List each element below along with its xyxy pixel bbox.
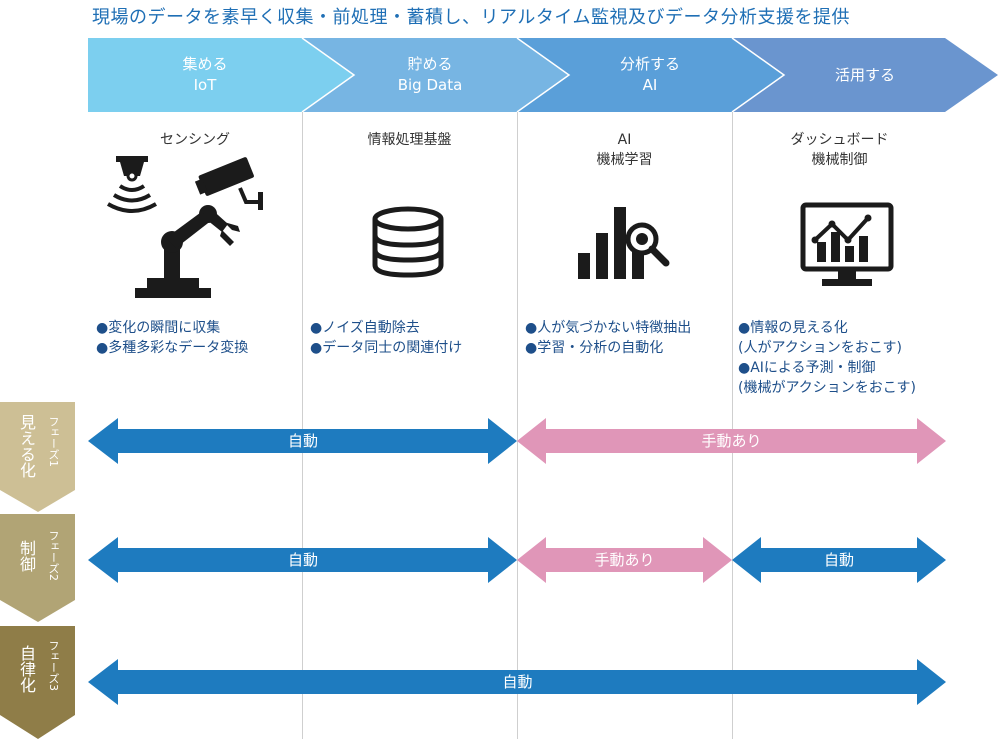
arrow-label: 自動 — [502, 673, 533, 691]
auto-arrow-phase1 — [88, 418, 517, 464]
column-heading-text: 機械学習 — [596, 152, 653, 168]
auto-arrow-phase3 — [88, 659, 946, 705]
bullet-item: (機械がアクションをおこす) — [738, 380, 916, 396]
column-divider — [732, 112, 733, 739]
manual-arrow-phase2 — [517, 537, 732, 583]
auto-arrow-phase2-a — [88, 537, 517, 583]
phase-name-1: 見える化 — [17, 414, 36, 478]
chart-magnifier-icon — [578, 207, 670, 279]
chevron-collect — [88, 38, 354, 112]
step-analyze: 分析する AI — [555, 38, 745, 112]
phase-tag-3: フェーズ3 — [47, 640, 60, 691]
bullet-item: (人がアクションをおこす) — [738, 340, 902, 356]
bullet-item: ●AIによる予測・制御 — [738, 360, 876, 376]
bullet-list-sensing: ●変化の瞬間に収集 ●多種多彩なデータ変換 — [96, 318, 248, 358]
bullet-item: ●多種多彩なデータ変換 — [96, 340, 249, 356]
monitor-chart-icon — [800, 202, 894, 286]
chevron-analyze — [517, 38, 784, 112]
arrow-label: 自動 — [287, 432, 318, 450]
bullet-item: ●変化の瞬間に収集 — [96, 320, 221, 336]
step-collect: 集める IoT — [110, 38, 300, 112]
page-title: 現場のデータを素早く収集・前処理・蓄積し、リアルタイム監視及びデータ分析支援を提… — [92, 7, 850, 28]
sensing-robot-icon — [106, 156, 263, 298]
column-heading-platform: 情報処理基盤 — [302, 130, 517, 150]
chevron-divider — [301, 37, 356, 113]
step-title: 集める — [182, 55, 228, 73]
column-heading-text: センシング — [160, 132, 230, 148]
phase-name-3: 自律化 — [17, 645, 36, 693]
arrow-label: 自動 — [823, 551, 854, 569]
column-heading-ai: AI 機械学習 — [517, 130, 732, 170]
column-heading-text: AI — [617, 132, 632, 148]
column-heading-text: 情報処理基盤 — [367, 132, 452, 148]
step-subtitle: Big Data — [397, 76, 463, 94]
column-divider — [302, 112, 303, 739]
phase-name-2: 制御 — [17, 540, 36, 572]
step-subtitle: AI — [642, 76, 658, 94]
phase-tag-1: フェーズ1 — [47, 416, 60, 467]
bullet-list-ai: ●人が気づかない特徴抽出 ●学習・分析の自動化 — [525, 318, 691, 358]
chevron-divider — [516, 37, 571, 113]
bullet-item: ●データ同士の関連付け — [310, 340, 463, 356]
arrow-label: 自動 — [287, 551, 318, 569]
bullet-item: ●学習・分析の自動化 — [525, 340, 664, 356]
bullet-list-dashboard: ●情報の見える化 (人がアクションをおこす) ●AIによる予測・制御 (機械がア… — [738, 318, 916, 398]
column-heading-text: ダッシュボード — [790, 132, 889, 148]
bullet-item: ●情報の見える化 — [738, 320, 848, 336]
column-heading-sensing: センシング — [88, 130, 302, 150]
chevron-store — [302, 38, 569, 112]
phase-tags — [0, 402, 75, 739]
step-title: 分析する — [619, 55, 680, 73]
step-title: 活用する — [834, 65, 895, 84]
arrow-label: 手動あり — [594, 551, 655, 569]
database-icon — [372, 206, 444, 278]
step-subtitle: IoT — [193, 76, 217, 94]
phase-tag-shape-2 — [0, 514, 75, 622]
column-heading-text: 機械制御 — [811, 152, 868, 168]
chevron-divider — [731, 37, 786, 113]
arrow-label: 手動あり — [701, 432, 762, 450]
step-use: 活用する — [770, 38, 960, 112]
bullet-item: ●ノイズ自動除去 — [310, 320, 420, 336]
manual-arrow-phase1 — [517, 418, 946, 464]
column-heading-dashboard: ダッシュボード 機械制御 — [732, 130, 947, 170]
phase-tag-shape-1 — [0, 402, 75, 512]
column-divider — [517, 112, 518, 739]
step-title: 貯める — [407, 55, 453, 73]
phase-tag-2: フェーズ2 — [47, 530, 60, 581]
phase-tag-shape-3 — [0, 626, 75, 739]
bullet-item: ●人が気づかない特徴抽出 — [525, 320, 692, 336]
bullet-list-platform: ●ノイズ自動除去 ●データ同士の関連付け — [310, 318, 462, 358]
step-store: 貯める Big Data — [335, 38, 525, 112]
auto-arrow-phase2-b — [732, 537, 946, 583]
chevron-use — [732, 38, 998, 112]
